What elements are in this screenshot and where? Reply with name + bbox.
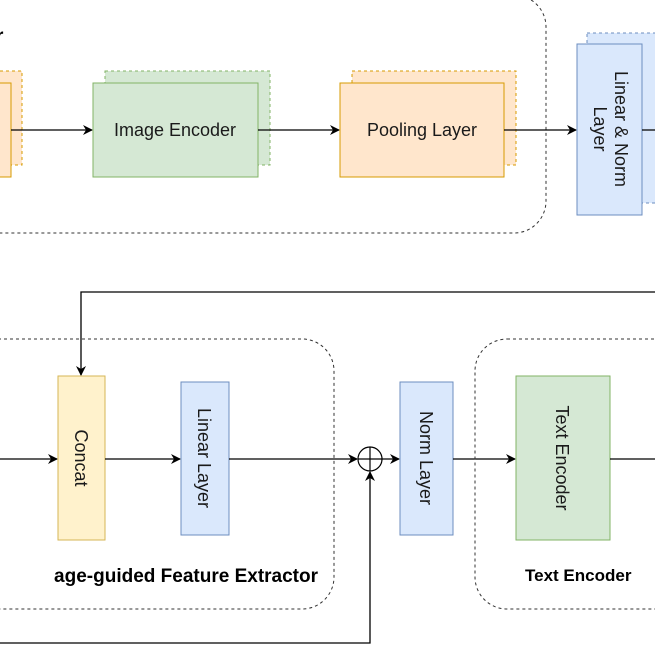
norm-layer-block [399, 381, 454, 536]
add-operator-icon [357, 446, 383, 472]
image-encoder-group [0, 0, 547, 234]
linear-layer-label: Linear Layer [194, 408, 214, 508]
left-block [0, 82, 12, 178]
pooling-layer-label: Pooling Layer [367, 120, 477, 140]
linear-norm-label-2: Layer [590, 106, 610, 151]
image-encoder-block [92, 82, 259, 178]
image-encoder-label: Image Encoder [114, 120, 236, 140]
skip-connection-bottom [0, 471, 375, 644]
text-encoder-block [515, 375, 611, 541]
feature-extractor-title: age-guided Feature Extractor [54, 566, 319, 587]
text-encoder-label: Text Encoder [552, 405, 572, 510]
feature-extractor-group [0, 338, 335, 610]
text-encoder-group [474, 338, 655, 610]
concat-block [57, 375, 106, 541]
concat-label: Concat [71, 429, 91, 486]
linear-layer-block [180, 381, 230, 536]
image-encoder-group-title: r [0, 26, 4, 47]
norm-layer-label: Norm Layer [416, 411, 436, 505]
skip-connection-top [76, 291, 655, 376]
text-encoder-group-title: Text Encoder [525, 566, 632, 585]
pooling-layer-block [339, 82, 505, 178]
linear-norm-label-1: Linear & Norm [611, 71, 631, 187]
